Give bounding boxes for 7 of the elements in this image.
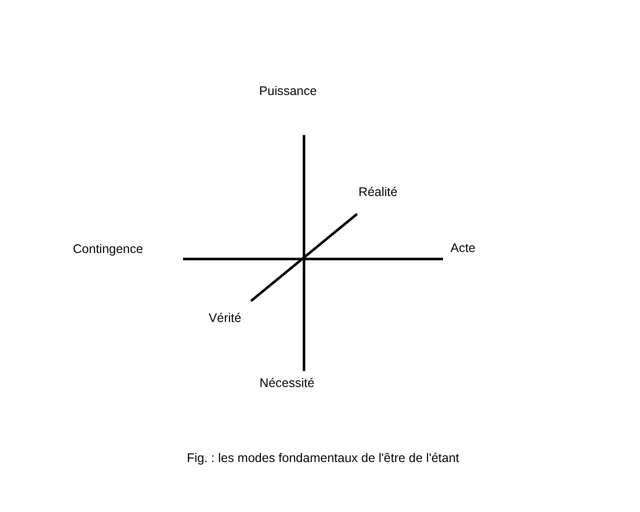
axis-label: Réalité [358,185,398,199]
axis-label: Nécessité [260,376,314,390]
axis-label: Puissance [259,84,317,98]
axis-label: Acte [450,241,476,255]
axis-label: Vérité [208,311,242,325]
axis-label: Contingence [72,242,144,256]
figure-caption: Fig. : les modes fondamentaux de l'être de l'étant [186,451,460,465]
